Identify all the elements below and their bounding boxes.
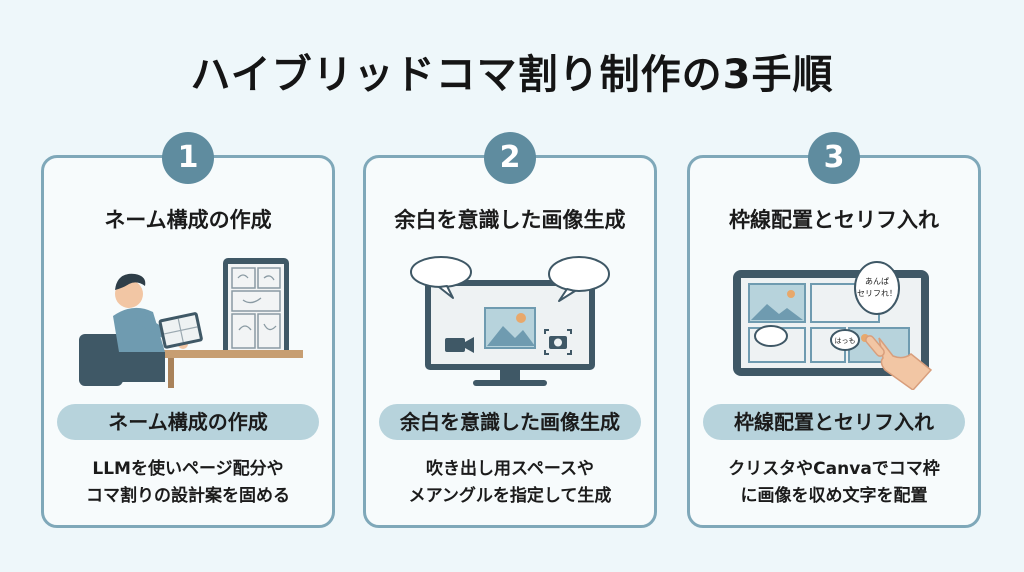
speech-bubble-text: あんぱ (865, 277, 889, 286)
step-description-line: LLMを使いページ配分や (92, 459, 284, 479)
step-description-1: LLMを使いページ配分や コマ割りの設計案を固める (44, 456, 332, 510)
step-description-line: コマ割りの設計案を固める (86, 486, 290, 506)
monitor-icon (410, 256, 610, 386)
pointing-hand-icon (865, 335, 933, 390)
step-pill-label-2: 余白を意識した画像生成 (379, 404, 641, 440)
step-description-3: クリスタやCanvaでコマ枠 に画像を収め文字を配置 (690, 456, 978, 510)
video-camera-icon (445, 337, 474, 353)
step-description-line: メアングルを指定して生成 (408, 486, 612, 506)
step-heading-3: 枠線配置とセリフ入れ (729, 208, 939, 232)
speech-bubble-icon (410, 256, 610, 302)
step-description-line: 吹き出し用スペースや (426, 459, 594, 479)
step-number-badge-2: 2 (484, 132, 536, 184)
step-card-1: 1 ネーム構成の作成 (41, 132, 335, 528)
page-title: ハイブリッドコマ割り制作の3手順 (190, 52, 834, 98)
speech-bubble-text: セリフれ！ (857, 289, 897, 298)
step-description-line: クリスタやCanvaでコマ枠 (728, 459, 940, 479)
step-number-badge-1: 1 (162, 132, 214, 184)
step-card-3: 3 枠線配置とセリフ入れ あんぱ セリフれ！ はっも 枠線配置とセリフ入れ クリ (687, 132, 981, 528)
step-heading-2: 余白を意識した画像生成 (394, 208, 626, 232)
tablet-comic-panels-icon: あんぱ セリフれ！ はっも (733, 261, 933, 390)
image-icon (484, 307, 536, 349)
step-description-2: 吹き出し用スペースや メアングルを指定して生成 (366, 456, 654, 510)
tablet-storyboard-icon (223, 258, 289, 358)
step-card-2: 2 余白を意識した画像生成 余白を意識した (363, 132, 657, 528)
step-heading-1: ネーム構成の作成 (104, 208, 272, 232)
step-pill-label-1: ネーム構成の作成 (57, 404, 319, 440)
speech-bubble-icon: あんぱ セリフれ！ はっも (754, 261, 900, 351)
step-description-line: に画像を収め文字を配置 (740, 486, 928, 506)
speech-bubble-text: はっも (835, 337, 856, 345)
step-pill-label-3: 枠線配置とセリフ入れ (703, 404, 965, 440)
camera-icon (544, 329, 572, 355)
person-at-desk-icon (79, 258, 303, 388)
step-number-badge-3: 3 (808, 132, 860, 184)
